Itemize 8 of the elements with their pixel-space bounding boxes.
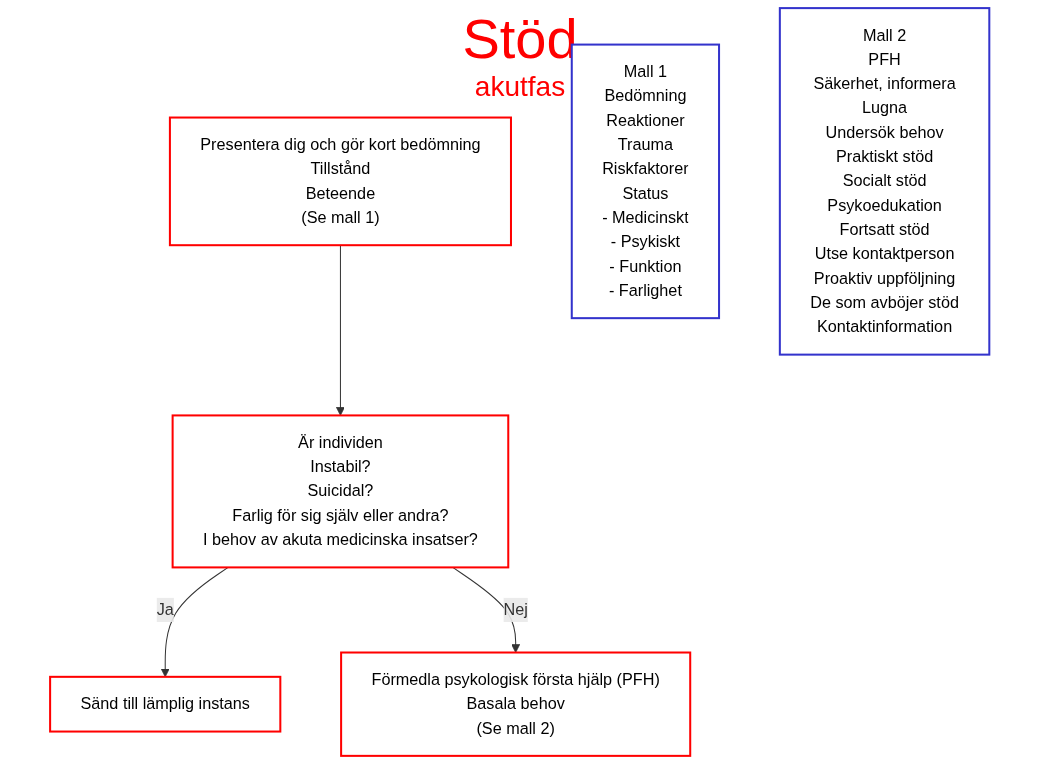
node-box: Sänd till lämplig instans: [49, 675, 282, 733]
node-box: Förmedla psykologisk första hjälp (PFH) Basala behov (Se mall 2): [340, 651, 692, 757]
node-box: Mall 1 Bedömning Reaktioner Trauma Riskfaktorer Status - Medicinskt - Psykiskt - Funktion - Farlighet: [571, 43, 721, 320]
node-box: Mall 2 PFH Säkerhet, informera Lugna Undersök behov Praktiskt stöd Socialt stöd Psykoedukation Fortsatt stöd Utse kontaktperson Proaktiv uppföljning De som avböjer stöd Kontaktinformation: [779, 7, 991, 356]
edge-label: Ja: [156, 600, 175, 619]
node-box: Presentera dig och gör kort bedömning Tillstånd Beteende (Se mall 1): [169, 116, 513, 247]
edge-label: Nej: [503, 600, 529, 619]
node-box: Är individen Instabil? Suicidal? Farlig för sig själv eller andra? I behov av akuta medicinska insatser?: [171, 414, 510, 569]
